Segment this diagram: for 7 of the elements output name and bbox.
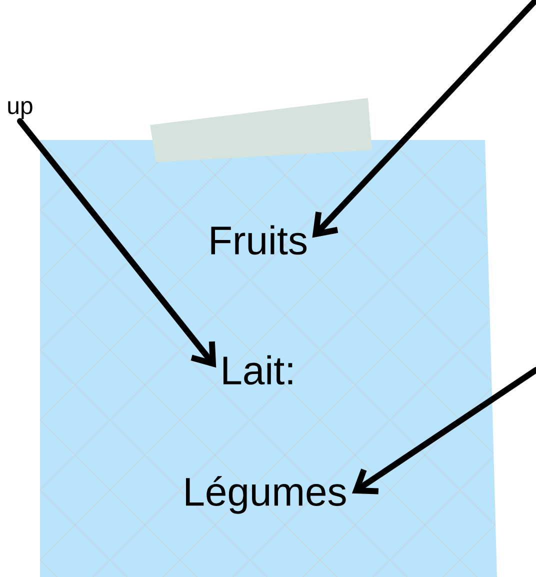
note-text: Légumes: [186, 476, 346, 514]
note-text: Lait:: [223, 355, 292, 385]
arrow: [352, 367, 536, 494]
arrow: [17, 118, 216, 368]
arrow: [312, 0, 536, 238]
note-text: up: [8, 101, 32, 119]
note-text: Fruits: [211, 225, 307, 255]
